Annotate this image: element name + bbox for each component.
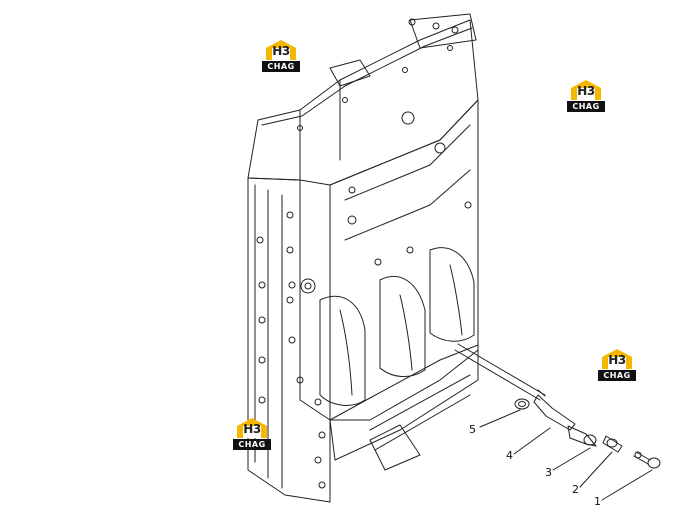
part-4-bracket bbox=[533, 394, 576, 431]
leader-lines bbox=[479, 409, 653, 501]
block-left-face bbox=[247, 177, 331, 503]
callout-4: 4 bbox=[506, 449, 513, 462]
part-1-bolt bbox=[647, 457, 661, 469]
house-roof-icon bbox=[602, 349, 632, 369]
callout-2: 2 bbox=[572, 483, 579, 496]
block-right-face bbox=[329, 99, 479, 421]
crank-bay-3 bbox=[429, 247, 475, 342]
part-2-clip bbox=[602, 435, 623, 453]
part-5-gasket bbox=[514, 398, 530, 410]
crank-bay-2 bbox=[379, 276, 426, 377]
watermark-logo-bottom-left: H3 CHAG bbox=[233, 418, 271, 452]
watermark-logo-top-left: H3 CHAG bbox=[262, 40, 300, 74]
callout-3: 3 bbox=[545, 466, 552, 479]
block-top-deck bbox=[247, 19, 479, 186]
watermark-brand: H3 bbox=[243, 422, 261, 436]
dipstick-tube bbox=[454, 343, 546, 401]
crank-bay-1 bbox=[319, 295, 366, 406]
watermark-sub: CHAG bbox=[598, 370, 636, 381]
watermark-sub: CHAG bbox=[567, 101, 605, 112]
house-roof-icon bbox=[266, 40, 296, 60]
callout-1: 1 bbox=[594, 495, 601, 508]
watermark-sub: CHAG bbox=[233, 439, 271, 450]
watermark-logo-mid-right: H3 CHAG bbox=[598, 349, 636, 383]
part-3-plug bbox=[567, 425, 597, 447]
block-holes bbox=[256, 18, 472, 489]
watermark-sub: CHAG bbox=[262, 61, 300, 72]
watermark-brand: H3 bbox=[272, 44, 290, 58]
pan-rail bbox=[329, 344, 479, 461]
callout-5: 5 bbox=[469, 423, 476, 436]
watermark-logo-top-right: H3 CHAG bbox=[567, 80, 605, 114]
watermark-brand: H3 bbox=[608, 353, 626, 367]
house-roof-icon bbox=[237, 418, 267, 438]
watermark-brand: H3 bbox=[577, 84, 595, 98]
house-roof-icon bbox=[571, 80, 601, 100]
